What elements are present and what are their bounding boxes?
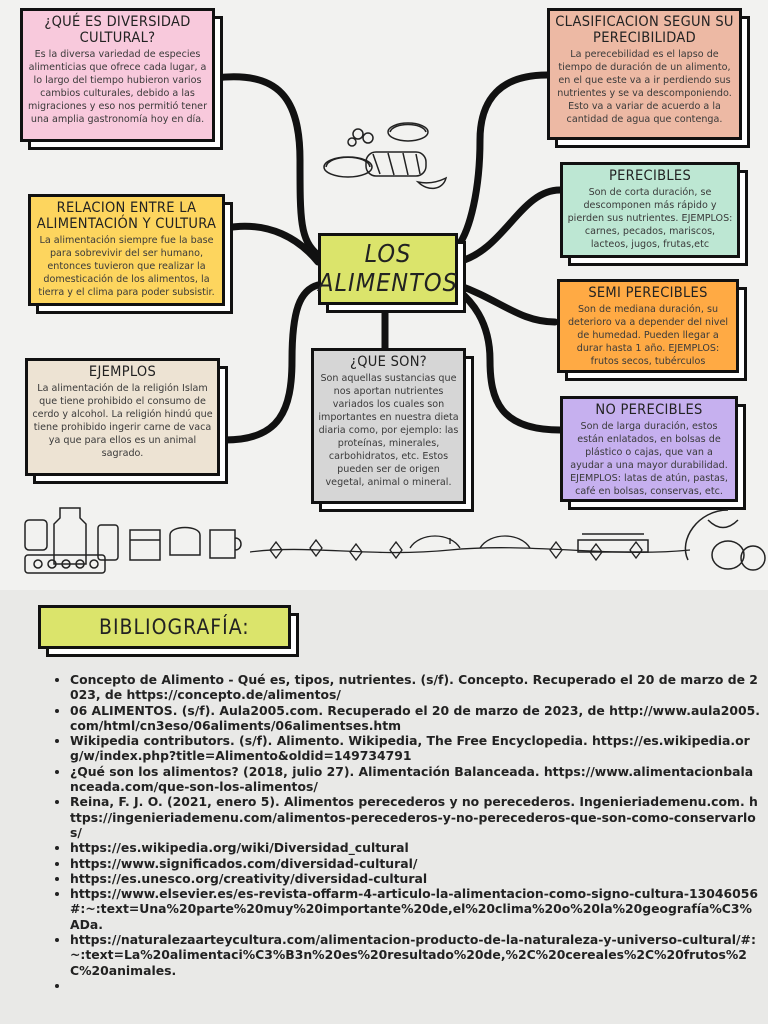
bibliography-item: https://www.elsevier.es/es-revista-offar… [70, 886, 760, 932]
bibliography-item: ¿Qué son los alimentos? (2018, julio 27)… [70, 764, 760, 795]
bibliography-item: Concepto de Alimento - Qué es, tipos, nu… [70, 672, 760, 703]
bibliography-item: https://es.unesco.org/creativity/diversi… [70, 871, 760, 886]
card-semi-perecibles: SEMI PERECIBLES Son de mediana duración,… [557, 279, 747, 381]
card-title: NO PERECIBLES [595, 402, 703, 418]
card-clasificacion-perecibilidad: CLASIFICACION SEGUN SU PERECIBILIDAD La … [547, 8, 750, 148]
vegetables-illustration [568, 500, 768, 580]
card-relacion-alimentacion-cultura: RELACION ENTRE LA ALIMENTACIÓN Y CULTURA… [28, 194, 233, 314]
bibliography-item [70, 978, 760, 993]
kitchen-jars-illustration [20, 500, 260, 580]
card-body: Son de mediana duración, su deterioro va… [567, 304, 729, 367]
card-body: Es la diversa variedad de especies alime… [27, 49, 208, 125]
bibliography-list: Concepto de Alimento - Qué es, tipos, nu… [52, 672, 760, 993]
card-title: SEMI PERECIBLES [588, 285, 708, 301]
bibliography-item: https://es.wikipedia.org/wiki/Diversidad… [70, 840, 760, 855]
card-body: La alimentación siempre fue la base para… [38, 235, 215, 298]
bibliography-item: 06 ALIMENTOS. (s/f). Aula2005.com. Recup… [70, 703, 760, 734]
center-title-box: LOS ALIMENTOS [318, 233, 466, 313]
card-que-son: ¿QUE SON? Son aquellas sustancias que no… [311, 348, 474, 512]
center-title: LOS ALIMENTOS [318, 239, 458, 297]
card-title: RELACION ENTRE LA ALIMENTACIÓN Y CULTURA [36, 200, 217, 232]
card-title: CLASIFICACION SEGUN SU PERECIBILIDAD [555, 14, 734, 46]
card-body: La perecebilidad es el lapso de tiempo d… [557, 49, 732, 125]
bibliography-area [0, 590, 768, 1024]
card-diversidad-cultural: ¿QUÉ ES DIVERSIDAD CULTURAL? Es la diver… [20, 8, 223, 150]
bibliography-title: BIBLIOGRAFÍA: [99, 615, 250, 639]
card-title: PERECIBLES [608, 168, 692, 184]
card-body: Son de larga duración, estos están enlat… [570, 421, 728, 497]
card-title: EJEMPLOS [88, 364, 157, 380]
card-body: Son aquellas sustancias que nos aportan … [318, 373, 459, 488]
bibliography-item: Wikipedia contributors. (s/f). Alimento.… [70, 733, 760, 764]
bibliography-item: Reina, F. J. O. (2021, enero 5). Aliment… [70, 794, 760, 840]
mind-map-connectors [211, 71, 564, 444]
bibliography-header: BIBLIOGRAFÍA: [38, 605, 299, 657]
card-no-perecibles: NO PERECIBLES Son de larga duración, est… [560, 396, 746, 510]
card-perecibles: PERECIBLES Son de corta duración, se des… [560, 162, 748, 266]
card-body: Son de corta duración, se descomponen má… [567, 187, 733, 250]
bibliography-item: https://www.significados.com/diversidad-… [70, 856, 760, 871]
card-body: La alimentación de la religión Islam que… [32, 383, 213, 459]
bibliography-item: https://naturalezaarteycultura.com/alime… [70, 932, 760, 978]
card-title: ¿QUE SON? [349, 354, 428, 370]
bread-food-illustration [318, 112, 458, 202]
card-title: ¿QUÉ ES DIVERSIDAD CULTURAL? [44, 14, 191, 46]
card-ejemplos: EJEMPLOS La alimentación de la religión … [25, 358, 228, 484]
